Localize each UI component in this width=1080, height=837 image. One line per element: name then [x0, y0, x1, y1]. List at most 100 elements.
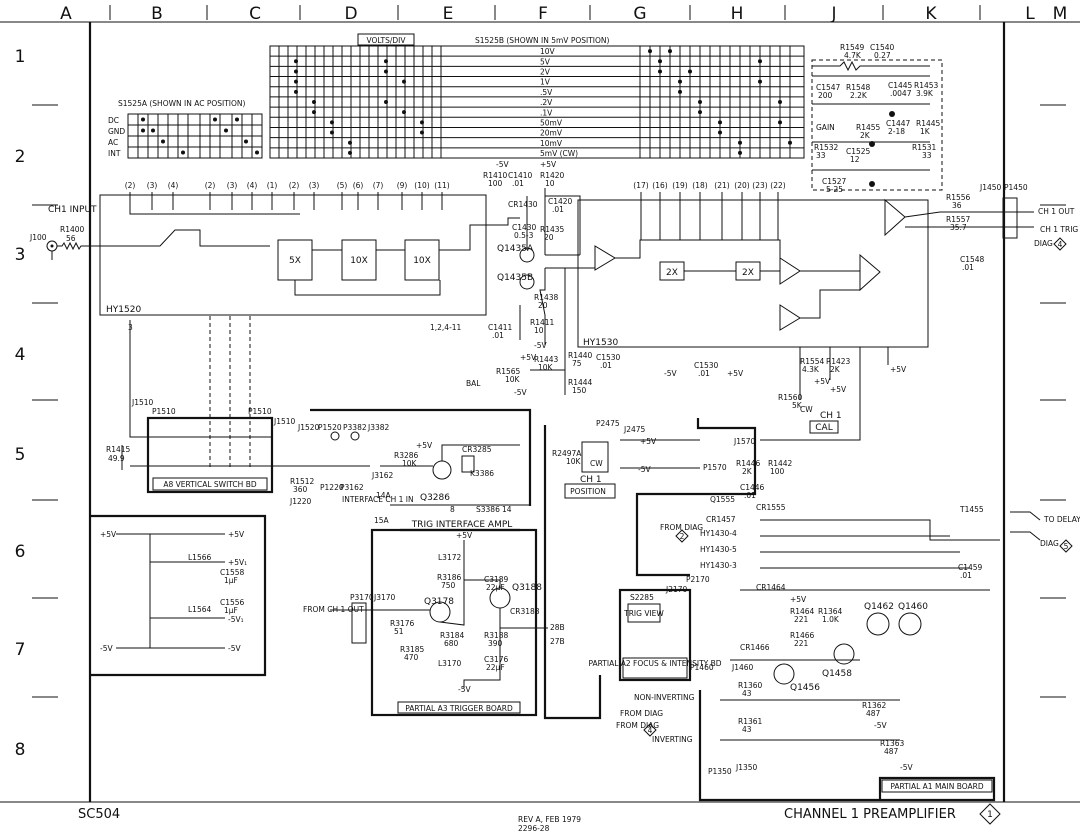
r1453-value: 3.9K: [916, 89, 934, 98]
r1362-label: R1362: [862, 701, 887, 710]
r1548-value: 2.2K: [850, 91, 868, 100]
r1549-label: R1549: [840, 43, 865, 52]
r1565-value: 10K: [505, 375, 521, 384]
main-minus5v-a: -5V: [874, 721, 887, 730]
r1435-value: 20: [544, 233, 554, 242]
r1400-value: 56: [66, 234, 76, 243]
j3170-label: J3170: [373, 593, 396, 602]
grid-row-2: 2: [15, 147, 26, 167]
s3386-pin14: 14: [502, 505, 512, 514]
amp-stage2-icon: [779, 304, 801, 331]
k3386-relay-icon: [461, 455, 475, 473]
r1464-label: R1464: [790, 607, 815, 616]
r1410-label: R1410: [483, 171, 508, 180]
c1558-value: 1µF: [224, 576, 238, 585]
hy1530-pos5v: +5V: [727, 369, 744, 378]
q1435b-transistor-icon: [519, 274, 535, 290]
r1415-value: 49.9: [108, 454, 125, 463]
cr1466-label: CR1466: [740, 643, 770, 652]
c1530-value: .01: [600, 361, 612, 370]
r1435-label: R1435: [540, 225, 565, 234]
j1510-right: J1510: [273, 417, 296, 426]
ch1-out-label: CH 1 OUT: [1038, 207, 1075, 216]
r1363-value: 487: [884, 747, 899, 756]
c1447-value: 2-18: [888, 127, 905, 136]
hy1520-pin-label: (5): [337, 181, 348, 190]
q1435b-label: Q1435B: [497, 273, 533, 283]
diagram-title: CHANNEL 1 PREAMPLIFIER: [784, 807, 956, 822]
inverting-label: INVERTING: [652, 735, 693, 744]
non-inverting-label: NON-INVERTING: [634, 693, 695, 702]
p3170-label: P3170: [350, 593, 374, 602]
grid-col-k: K: [925, 4, 937, 24]
diag4-label: DIAG: [1034, 239, 1053, 248]
s2285-label: S2285: [630, 593, 654, 602]
grid-row-7: 7: [15, 640, 26, 660]
hy1530-label: HY1530: [583, 338, 618, 348]
r3188-label: R3188: [484, 631, 509, 640]
c3176-label: C3176: [484, 655, 509, 664]
supply-minus5v: -5V: [100, 644, 113, 653]
bal-neg5v: -5V: [514, 388, 527, 397]
c1411-value: .01: [492, 331, 504, 340]
r3184-label: R3184: [440, 631, 465, 640]
r3186-value: 750: [441, 581, 456, 590]
p3382-label: P3382: [343, 423, 367, 432]
trigger-board-title: PARTIAL A3 TRIGGER BOARD: [405, 704, 513, 713]
s1525a-position-label: INT: [108, 149, 121, 158]
j3162-label: J3162: [371, 471, 394, 480]
t1455-label: T1455: [959, 505, 984, 514]
r1554-label: R1554: [800, 357, 825, 366]
c3176-value: 22µF: [486, 663, 505, 672]
s1525a-position-label: GND: [108, 127, 125, 136]
supply-plus5v: +5V: [100, 530, 117, 539]
r1512-value: 360: [293, 485, 308, 494]
l1566-label: L1566: [188, 553, 211, 562]
hy1520-pins-note: 1,2,4-11: [430, 323, 462, 332]
p1450-label: P1450: [1004, 183, 1028, 192]
q1435a-label: Q1435A: [497, 244, 534, 254]
q1555-label: Q1555: [710, 495, 735, 504]
trigger-board: PARTIAL A3 TRIGGER BOARD FROM CH 1 OUT P…: [303, 528, 565, 717]
diag5-number: 5: [1064, 542, 1069, 551]
hy1530-plus5v-a: +5V: [814, 377, 831, 386]
gain-block-2x-a: 2X: [666, 268, 678, 278]
r1443-label: R1443: [534, 355, 559, 364]
c1556-value: 1µF: [224, 606, 238, 615]
r1362-value: 487: [866, 709, 881, 718]
position-control: P2475 J2475 +5V R2497A 10K CW -5V CH 1 P…: [543, 419, 700, 720]
c1530-cap-val: .01: [698, 369, 710, 378]
grid-col-j: J: [830, 4, 836, 24]
r1420-value: 10: [545, 179, 555, 188]
p1460-label: P1460: [690, 663, 714, 672]
s1525a-position-label: AC: [108, 138, 118, 147]
grid-col-c: C: [249, 4, 261, 24]
r1410-value: 100: [488, 179, 503, 188]
cal-ch1: CH 1: [820, 411, 842, 421]
trigger-plus5v: +5V: [456, 531, 473, 540]
j1520-label: J1520: [297, 423, 320, 432]
gain-block-2x-b: 2X: [742, 268, 754, 278]
c1527-trimmer-icon: [869, 181, 875, 187]
p1520-label: P1520: [318, 423, 342, 432]
grid-row-5: 5: [15, 445, 26, 465]
c1445-label: C1445: [888, 81, 913, 90]
hy1520-pin-label: (4): [247, 181, 258, 190]
pin14a-label: 14A: [376, 491, 392, 500]
p2170-label: P2170: [686, 575, 710, 584]
gain-trimmer-icon: [869, 141, 875, 147]
grid-col-d: D: [344, 4, 357, 24]
hy1520-pin-label: (3): [147, 181, 158, 190]
amp-stage-icon: [779, 257, 801, 285]
hy1520-pin-label: (3): [309, 181, 320, 190]
interface-label: INTERFACE CH 1 IN: [342, 495, 414, 504]
c1548-value: .01: [962, 263, 974, 272]
r1532-label: R1532: [814, 143, 839, 152]
hy1430-5-label: HY1430-5: [700, 545, 737, 554]
diag4-main-diamond-icon: [643, 723, 657, 737]
position-ch1: CH 1: [580, 475, 602, 485]
hy1530-pin-label: (21): [714, 181, 729, 190]
hy1530-pin-label: (22): [770, 181, 785, 190]
q1456-transistor-icon: [773, 663, 795, 685]
